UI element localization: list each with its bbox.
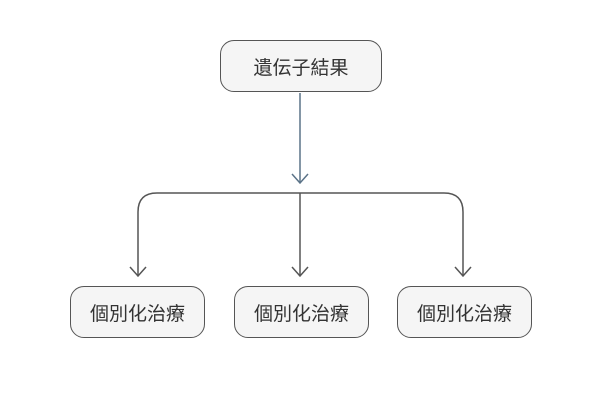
- child-1-arrowhead: [129, 266, 147, 278]
- child-node-2-label: 個別化治療: [253, 302, 349, 325]
- child-node-3-label: 個別化治療: [416, 302, 512, 325]
- child-node-1-label: 個別化治療: [89, 302, 185, 325]
- child-3-arrowhead: [454, 266, 472, 278]
- root-arrowhead: [291, 173, 309, 185]
- child-node-1: 個別化治療: [70, 286, 205, 338]
- child-node-2: 個別化治療: [234, 286, 369, 338]
- root-node-label: 遺伝子結果: [253, 56, 349, 79]
- root-node: 遺伝子結果: [220, 40, 382, 92]
- child-node-3: 個別化治療: [397, 286, 532, 338]
- child-2-arrowhead: [291, 266, 309, 278]
